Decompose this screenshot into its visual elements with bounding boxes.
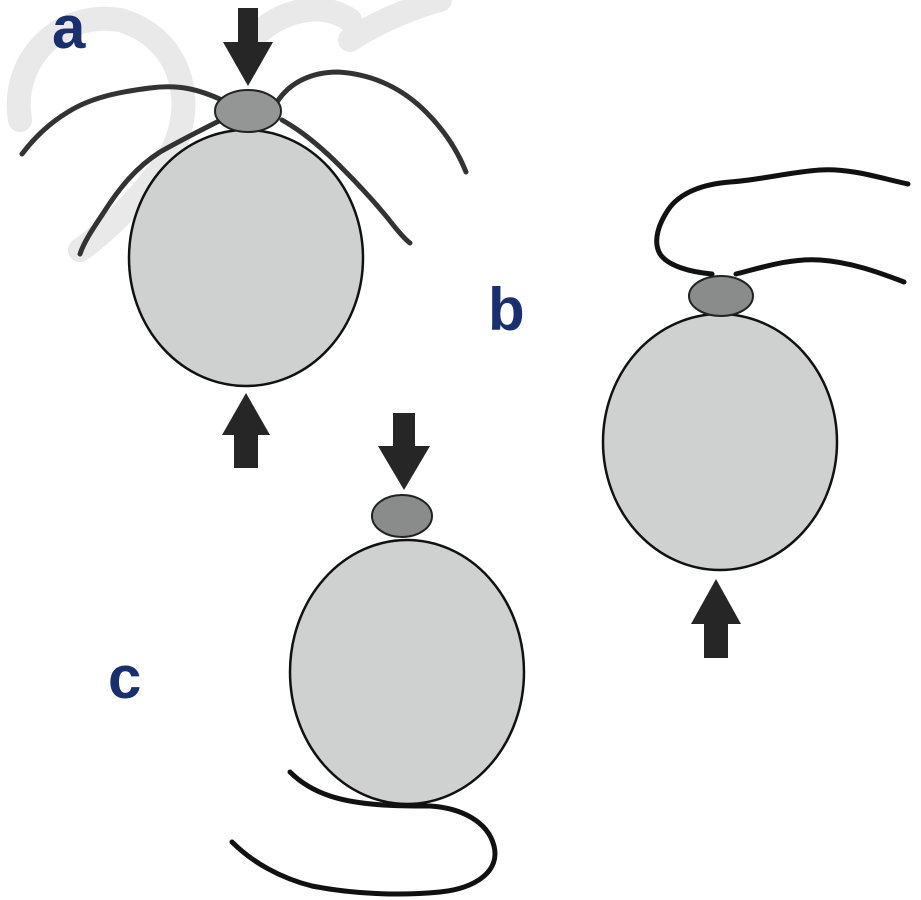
flagellum-c-1 [229,769,498,897]
flagellum-a-3 [274,69,469,175]
panel-c: c [108,413,526,897]
cell-body-a [127,128,365,388]
panel-label-c: c [108,644,141,711]
down-arrow-icon [378,413,430,490]
panel-b: b [488,167,911,658]
cell-cap-a [214,89,282,133]
up-arrow-icon [222,393,270,468]
cell-body-b [601,312,839,572]
watermark [6,0,452,262]
flagellum-a-1 [19,84,225,157]
cell-cap-c [371,494,433,538]
flagellum-b-2 [733,257,907,285]
cell-body-c [288,538,526,806]
panel-a: a [19,0,469,468]
flagellum-a-4 [279,117,413,246]
down-arrow-icon [223,8,273,86]
flagellum-a-2 [77,115,228,257]
cell-cap-b [688,275,754,317]
flagellum-b-1 [654,167,911,277]
panel-label-b: b [488,276,525,343]
up-arrow-icon [691,579,741,658]
panel-label-a: a [52,0,86,61]
